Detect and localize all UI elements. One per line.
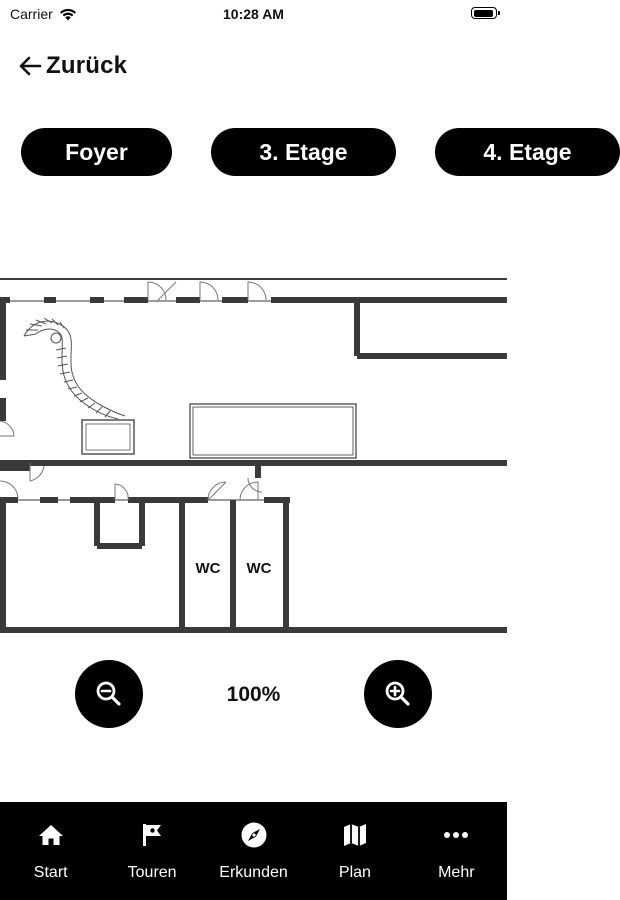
tab-mehr[interactable]: Mehr bbox=[406, 802, 507, 900]
wc-left-label: WC bbox=[196, 560, 221, 577]
tab-erkunden[interactable]: Erkunden bbox=[203, 802, 304, 900]
battery-icon bbox=[471, 7, 500, 19]
floor-tab-foyer[interactable]: Foyer bbox=[21, 128, 172, 176]
map-icon bbox=[343, 824, 366, 846]
back-button[interactable]: Zurück bbox=[18, 52, 127, 80]
floor-plan-map[interactable]: WC WC bbox=[0, 276, 507, 636]
zoom-in-icon bbox=[385, 681, 410, 706]
zoom-out-icon bbox=[96, 681, 121, 706]
floor-tab-label: Foyer bbox=[65, 138, 128, 165]
more-icon bbox=[444, 832, 469, 838]
wifi-icon bbox=[59, 8, 76, 20]
floor-tab-label: 3. Etage bbox=[259, 138, 348, 165]
zoom-level: 100% bbox=[226, 683, 281, 706]
tab-bar: Start Touren Erkunden bbox=[0, 802, 507, 900]
home-icon bbox=[38, 825, 63, 845]
flag-icon bbox=[143, 824, 162, 846]
clock: 10:28 AM bbox=[223, 6, 284, 22]
tab-label: Plan bbox=[338, 864, 371, 881]
status-bar: Carrier 10:28 AM bbox=[0, 0, 507, 30]
tab-start[interactable]: Start bbox=[0, 802, 101, 900]
carrier: Carrier bbox=[10, 6, 77, 22]
carrier-label: Carrier bbox=[10, 6, 53, 22]
battery-fill bbox=[473, 9, 494, 17]
tab-label: Start bbox=[33, 864, 68, 881]
tab-plan[interactable]: Plan bbox=[304, 802, 405, 900]
tab-label: Mehr bbox=[438, 864, 475, 881]
arrow-left-icon bbox=[19, 56, 42, 76]
compass-icon bbox=[241, 822, 267, 848]
back-label: Zurück bbox=[46, 52, 128, 79]
tab-label: Erkunden bbox=[219, 864, 288, 881]
floor-plan-doors bbox=[0, 281, 267, 501]
floor-tab-3-etage[interactable]: 3. Etage bbox=[211, 128, 396, 176]
floor-tab-label: 4. Etage bbox=[483, 138, 572, 165]
floor-tab-4-etage[interactable]: 4. Etage bbox=[435, 128, 620, 176]
wc-right-label: WC bbox=[247, 560, 272, 577]
zoom-in-button[interactable] bbox=[364, 660, 432, 728]
tab-label: Touren bbox=[127, 864, 177, 881]
floor-plan-walls bbox=[0, 278, 507, 633]
zoom-out-button[interactable] bbox=[75, 660, 143, 728]
tab-touren[interactable]: Touren bbox=[101, 802, 202, 900]
staircase bbox=[23, 317, 135, 455]
floor-selector: Foyer 3. Etage 4. Etage bbox=[0, 128, 620, 178]
